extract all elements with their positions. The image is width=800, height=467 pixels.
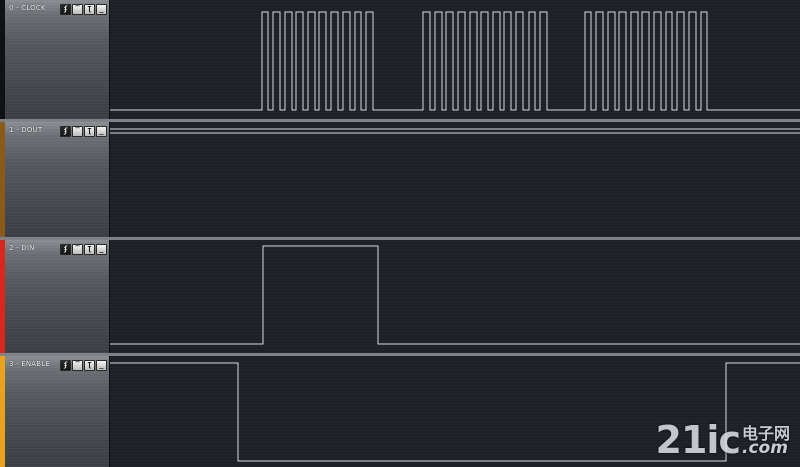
low-trigger-icon[interactable]: _ bbox=[96, 360, 107, 371]
waveform-plot-enable[interactable] bbox=[110, 356, 800, 467]
waveform-plot-dout[interactable] bbox=[110, 122, 800, 237]
waveform-svg bbox=[110, 11, 800, 111]
watermark-side: 电子网 .com bbox=[741, 424, 790, 458]
site-watermark-logo: 21ic 电子网 .com bbox=[656, 421, 790, 459]
low-trigger-icon[interactable]: _ bbox=[96, 126, 107, 137]
high-trigger-icon[interactable]: ‾ bbox=[72, 360, 83, 371]
channel-label: 2 - DIN bbox=[9, 244, 35, 252]
trigger-button-group: ʄ ‾ Ʈ _ bbox=[60, 360, 107, 371]
trigger-button-group: ʄ ‾ Ʈ _ bbox=[60, 126, 107, 137]
waveform-svg bbox=[110, 245, 800, 345]
channel-separator[interactable] bbox=[0, 353, 800, 356]
waveform-svg bbox=[110, 362, 800, 462]
edge-trigger-icon[interactable]: ʄ bbox=[60, 4, 71, 15]
falling-trigger-icon[interactable]: Ʈ bbox=[84, 4, 95, 15]
channel-row-clock: 0 - CLOCK ʄ ‾ Ʈ _ bbox=[0, 0, 800, 119]
channel-row-dout: 1 - DOUT ʄ ‾ Ʈ _ bbox=[0, 122, 800, 237]
channel-label: 3 - ENABLE bbox=[9, 360, 51, 368]
low-trigger-icon[interactable]: _ bbox=[96, 244, 107, 255]
edge-trigger-icon[interactable]: ʄ bbox=[60, 244, 71, 255]
channel-header-panel[interactable]: 3 - ENABLE ʄ ‾ Ʈ _ bbox=[5, 356, 110, 467]
channel-color-bar bbox=[0, 122, 5, 237]
falling-trigger-icon[interactable]: Ʈ bbox=[84, 126, 95, 137]
waveform-svg bbox=[110, 128, 800, 134]
channel-row-enable: 3 - ENABLE ʄ ‾ Ʈ _ bbox=[0, 356, 800, 467]
waveform-plot-clock[interactable] bbox=[110, 0, 800, 119]
waveform-plot-din[interactable] bbox=[110, 240, 800, 353]
high-trigger-icon[interactable]: ‾ bbox=[72, 244, 83, 255]
channel-row-din: 2 - DIN ʄ ‾ Ʈ _ bbox=[0, 240, 800, 353]
channel-color-bar bbox=[0, 356, 5, 467]
falling-trigger-icon[interactable]: Ʈ bbox=[84, 244, 95, 255]
channel-separator[interactable] bbox=[0, 237, 800, 240]
channel-header-panel[interactable]: 0 - CLOCK ʄ ‾ Ʈ _ bbox=[5, 0, 110, 119]
trigger-button-group: ʄ ‾ Ʈ _ bbox=[60, 244, 107, 255]
channel-color-bar bbox=[0, 240, 5, 353]
watermark-com-text: .com bbox=[741, 438, 788, 458]
edge-trigger-icon[interactable]: ʄ bbox=[60, 360, 71, 371]
high-trigger-icon[interactable]: ‾ bbox=[72, 126, 83, 137]
falling-trigger-icon[interactable]: Ʈ bbox=[84, 360, 95, 371]
high-trigger-icon[interactable]: ‾ bbox=[72, 4, 83, 15]
waveform-trace bbox=[110, 11, 800, 111]
waveform-trace bbox=[110, 245, 800, 345]
channel-header-panel[interactable]: 1 - DOUT ʄ ‾ Ʈ _ bbox=[5, 122, 110, 237]
trigger-button-group: ʄ ‾ Ʈ _ bbox=[60, 4, 107, 15]
low-trigger-icon[interactable]: _ bbox=[96, 4, 107, 15]
channel-separator[interactable] bbox=[0, 119, 800, 122]
edge-trigger-icon[interactable]: ʄ bbox=[60, 126, 71, 137]
watermark-cn-text: 电子网 bbox=[741, 424, 790, 443]
channel-label: 0 - CLOCK bbox=[9, 4, 46, 12]
watermark-main-text: 21ic bbox=[655, 418, 741, 462]
waveform-trace bbox=[110, 362, 800, 462]
channel-color-bar bbox=[0, 0, 5, 119]
channel-header-panel[interactable]: 2 - DIN ʄ ‾ Ʈ _ bbox=[5, 240, 110, 353]
channel-label: 1 - DOUT bbox=[9, 126, 43, 134]
